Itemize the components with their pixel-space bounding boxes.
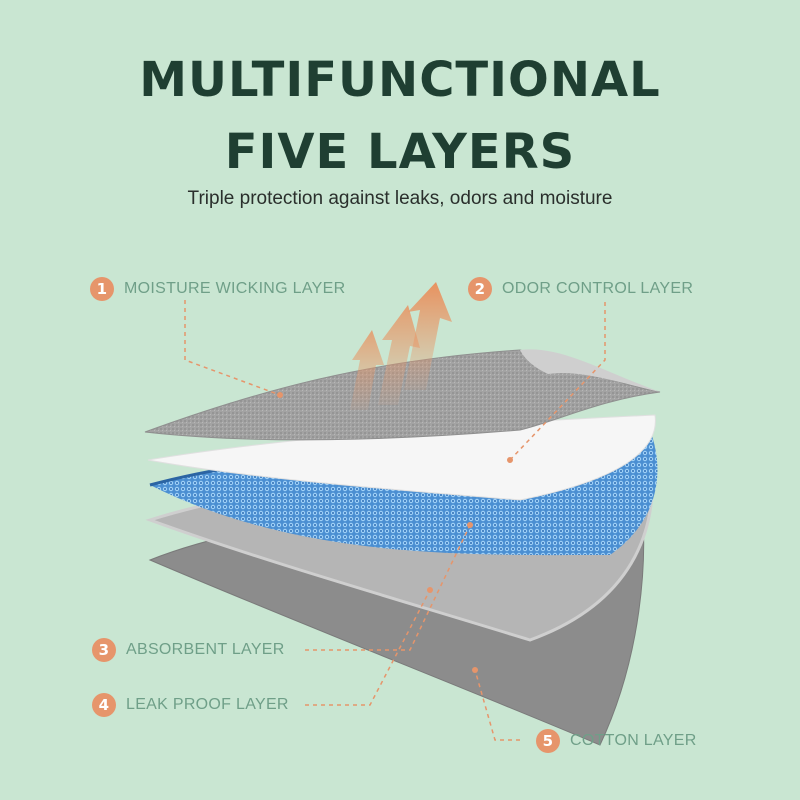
- leader-line-4: [305, 589, 431, 706]
- layer-label-4: 4 LEAK PROOF LAYER: [92, 693, 289, 717]
- layer-label-1: 1 MOISTURE WICKING LAYER: [90, 277, 345, 301]
- layer-label-5: 5 COTTON LAYER: [536, 729, 697, 753]
- layer-name-4: LEAK PROOF LAYER: [126, 696, 289, 713]
- number-badge-3: 3: [92, 638, 116, 662]
- top-layer-curl: [520, 349, 660, 392]
- leader-line-3: [305, 524, 471, 651]
- layer-label-3: 3 ABSORBENT LAYER: [92, 638, 285, 662]
- number-badge-5: 5: [536, 729, 560, 753]
- moisture-arrows: [350, 282, 452, 410]
- layer-name-2: ODOR CONTROL LAYER: [502, 280, 694, 297]
- layer-label-2: 2 ODOR CONTROL LAYER: [468, 277, 693, 301]
- headline-line-1: MULTIFUNCTIONAL: [139, 52, 661, 108]
- subtitle: Triple protection against leaks, odors a…: [187, 188, 613, 209]
- number-badge-2: 2: [468, 277, 492, 301]
- layer-name-1: MOISTURE WICKING LAYER: [124, 280, 346, 297]
- leader-line-2: [509, 302, 606, 461]
- layer-name-5: COTTON LAYER: [570, 732, 697, 749]
- leader-line-1: [184, 300, 281, 396]
- layer-name-3: ABSORBENT LAYER: [126, 641, 285, 658]
- number-badge-4: 4: [92, 693, 116, 717]
- number-badge-1: 1: [90, 277, 114, 301]
- leader-line-5: [474, 669, 520, 741]
- headline-line-2: FIVE LAYERS: [224, 124, 576, 180]
